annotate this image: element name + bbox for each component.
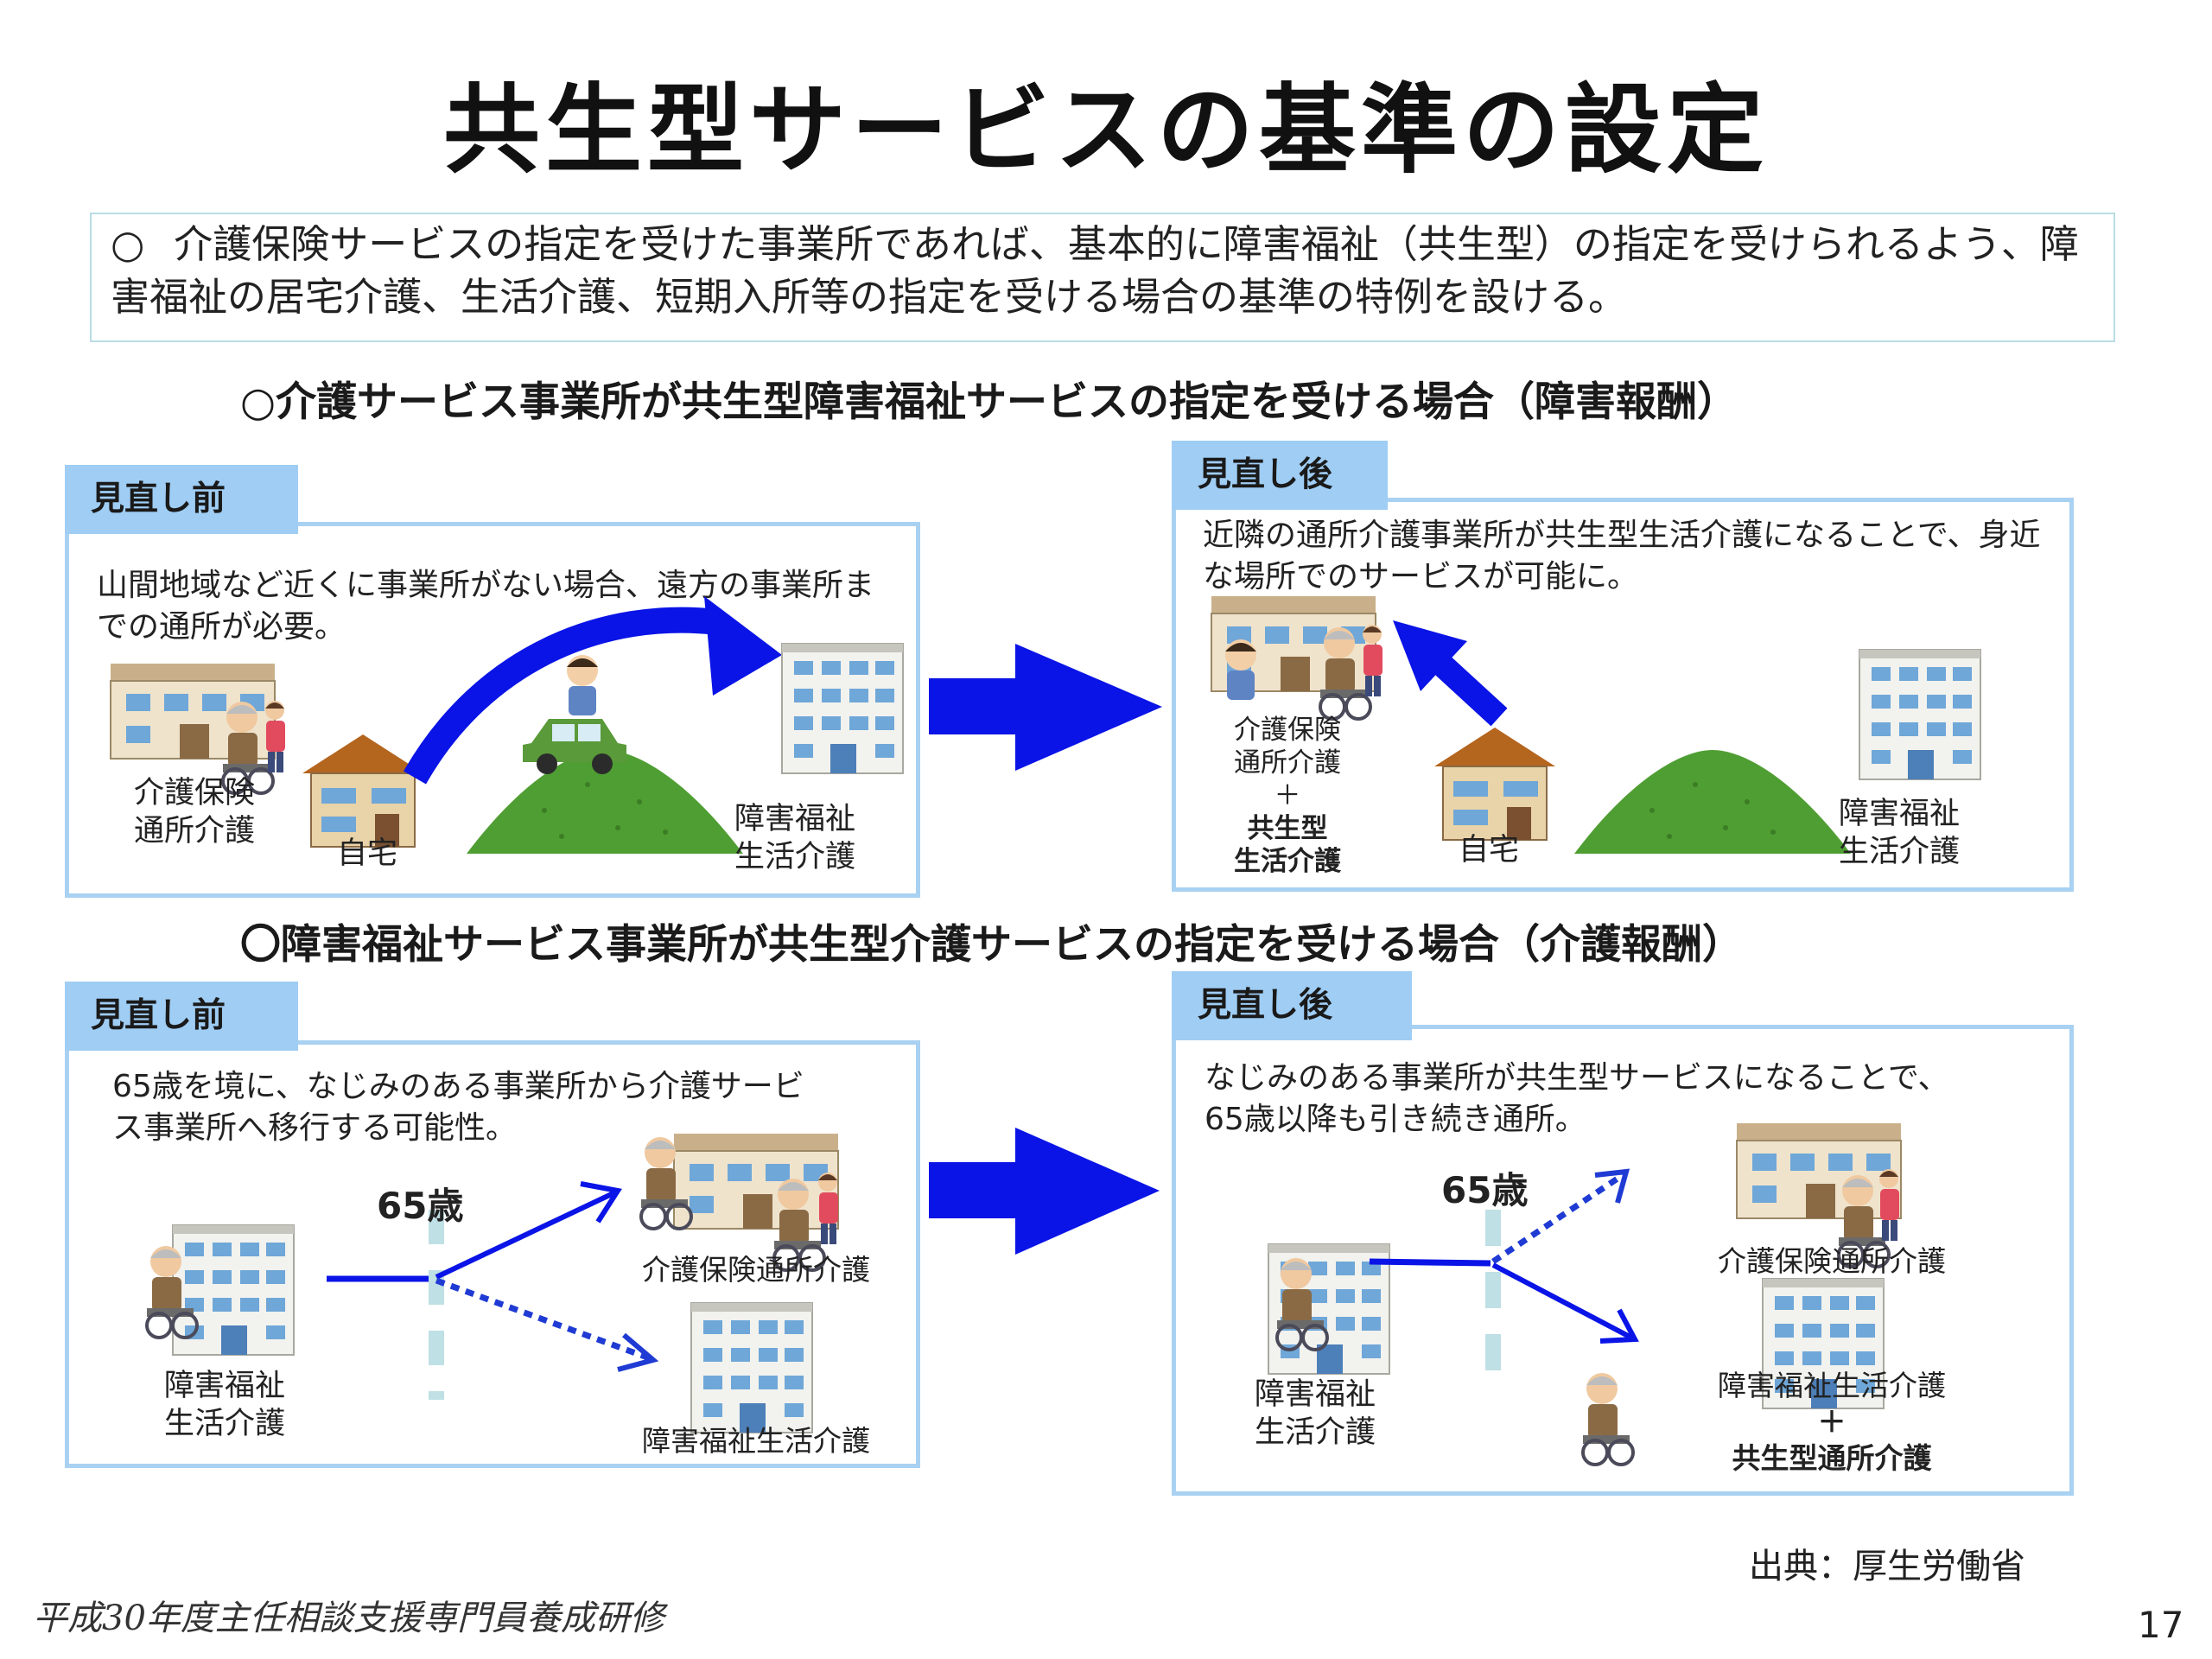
path-to-kyosei-arrow	[1491, 1262, 1633, 1340]
summary-text: ○介護保険サービスの指定を受けた事業所であれば、基本的に障害福祉（共生型）の指定…	[111, 218, 2089, 323]
s1-before-disability-label: 障害福祉 生活介護	[734, 802, 855, 874]
page-title: 共生型サービスの基準の設定	[443, 74, 1769, 187]
path-before-age	[1369, 1258, 1491, 1267]
section1-before-desc: 山間地域など近くに事業所がない場合、遠方の事業所までの通所が必要。	[97, 568, 875, 645]
elderly-wheelchair-user-icon	[1581, 1371, 1635, 1466]
section2-heading: 〇障害福祉サービス事業所が共生型介護サービスの指定を受ける場合（介護報酬）	[240, 921, 1743, 969]
disability-facility-building-icon	[690, 1302, 813, 1433]
page-number: 17	[2138, 1604, 2184, 1646]
caregiver-icon	[265, 701, 285, 772]
s1-after-home-label: 自宅	[1458, 833, 1519, 868]
s1-before-home-label: 自宅	[336, 836, 397, 871]
big-right-arrow-icon	[929, 644, 1162, 771]
section1-after-tab: 見直し後	[1172, 441, 1388, 510]
s2-after-kyosei-label: 共生型通所介護	[1732, 1441, 1932, 1475]
driver-icon	[567, 655, 598, 715]
s2-after-age-label: 65歳	[1441, 1169, 1529, 1211]
long-commute-arrow-head	[704, 596, 782, 696]
summary-box	[90, 213, 2115, 342]
care-facility-building-icon	[673, 1133, 839, 1230]
hill-icon	[1574, 750, 1851, 854]
s1-after-care-label: 介護保険 通所介護 ＋ 共生型 生活介護	[1234, 715, 1341, 877]
section2-before-tab: 見直し前	[65, 982, 298, 1051]
disability-facility-building-icon	[781, 643, 904, 774]
source-credit: 出典：厚生労働省	[1749, 1547, 2025, 1586]
s2-before-origin-label: 障害福祉 生活介護	[163, 1369, 285, 1441]
short-commute-arrow-head	[1393, 620, 1467, 691]
summary-body: 介護保険サービスの指定を受けた事業所であれば、基本的に障害福祉（共生型）の指定を…	[111, 221, 2079, 320]
summary-bullet: ○	[111, 221, 145, 267]
s2-after-care-label: 介護保険通所介護	[1718, 1244, 1946, 1278]
section1-before-tab: 見直し前	[65, 465, 298, 534]
home-icon	[1433, 727, 1556, 841]
long-commute-arrow-path	[403, 607, 719, 785]
s2-after-origin-label: 障害福祉 生活介護	[1254, 1377, 1376, 1450]
caregiver-icon	[1879, 1169, 1899, 1241]
path-to-care-arrow	[1491, 1173, 1624, 1264]
disability-facility-building-icon	[1859, 649, 1981, 780]
section1-heading: ○介護サービス事業所が共生型障害福祉サービスの指定を受ける場合（障害報酬）	[240, 378, 1738, 426]
course-name: 平成30年度主任相談支援専門員養成研修	[33, 1599, 664, 1638]
caregiver-icon	[818, 1173, 838, 1244]
path-to-care-arrow	[435, 1190, 617, 1280]
section1-after-desc: 近隣の通所介護事業所が共生型生活介護になることで、身近な場所でのサービスが可能に…	[1203, 518, 2041, 594]
s1-after-disability-label: 障害福祉 生活介護	[1838, 797, 1960, 869]
care-facility-building-icon	[1736, 1122, 1902, 1219]
home-icon	[302, 734, 424, 848]
s2-before-disability-label: 障害福祉生活介護	[642, 1424, 870, 1458]
s2-after-plus-label: ＋	[1817, 1405, 1847, 1439]
big-right-arrow-icon	[929, 1128, 1160, 1255]
path-to-disability-arrow	[435, 1277, 652, 1362]
section2-after-tab: 見直し後	[1172, 971, 1412, 1040]
s2-after-disability-label: 障害福祉生活介護	[1718, 1369, 1946, 1402]
s2-before-age-label: 65歳	[377, 1185, 464, 1227]
s2-before-care-label: 介護保険通所介護	[642, 1253, 870, 1287]
s1-before-care-label: 介護保険 通所介護	[133, 776, 255, 849]
section2-before-desc: 65歳を境に、なじみのある事業所から介護サービス事業所へ移行する可能性。	[112, 1069, 804, 1146]
section2-after-desc: なじみのある事業所が共生型サービスになることで、65歳以降も引き続き通所。	[1205, 1060, 1949, 1137]
